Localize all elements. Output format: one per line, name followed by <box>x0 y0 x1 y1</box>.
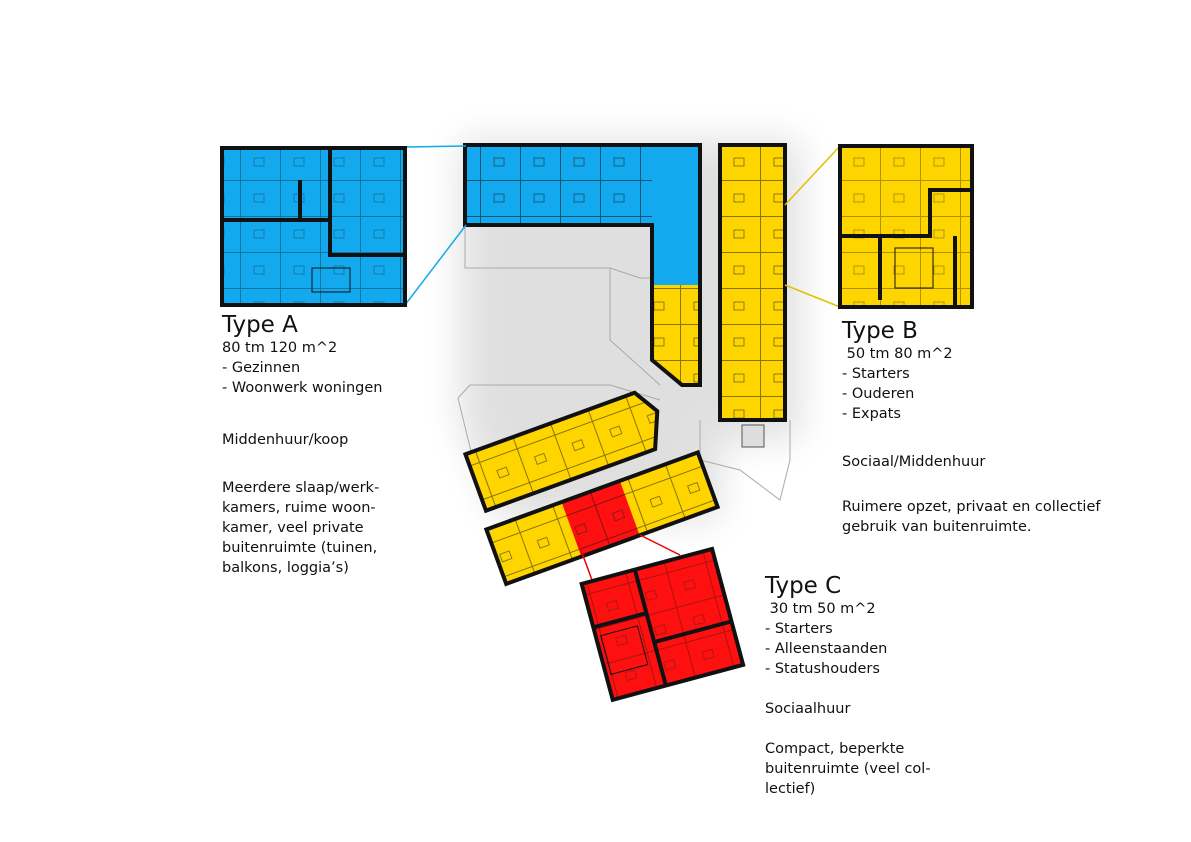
type-a-desc-line: buitenruimte (tuinen, <box>222 540 378 556</box>
type-c-group: - Alleenstaanden <box>765 641 888 657</box>
type-a-size: 80 tm 120 m^2 <box>222 340 338 356</box>
building-north-type-a <box>463 143 702 387</box>
type-c-desc-line: buitenruimte (veel col- <box>765 761 931 777</box>
type-b-desc-line: Ruimere opzet, privaat en collectief <box>842 499 1101 515</box>
type-a-desc-line: kamer, veel private <box>222 520 364 536</box>
type-a-group: - Gezinnen <box>222 360 301 376</box>
building-east-type-b <box>718 143 787 448</box>
type-b-group: - Expats <box>842 406 901 422</box>
type-b-floorplan <box>838 144 974 309</box>
type-a-desc-line: balkons, loggia’s) <box>222 560 349 576</box>
type-c-size: 30 tm 50 m^2 <box>765 601 876 617</box>
type-c-desc-line: lectief) <box>765 781 816 797</box>
type-a-floorplan <box>220 146 407 307</box>
type-b-desc-line: gebruik van buitenruimte. <box>842 519 1032 535</box>
type-a-desc-line: kamers, ruime woon- <box>222 500 376 516</box>
type-b-group: - Ouderen <box>842 386 915 402</box>
type-a-title: Type A <box>222 312 298 338</box>
type-c-group: - Starters <box>765 621 833 637</box>
type-a-tenure: Middenhuur/koop <box>222 432 349 448</box>
type-b-group: - Starters <box>842 366 910 382</box>
type-a-description: Type A 80 tm 120 m^2 - Gezinnen - Woonwe… <box>222 312 382 578</box>
type-c-description: Type C 30 tm 50 m^2 - Starters - Alleens… <box>765 573 931 799</box>
type-b-title: Type B <box>842 318 918 344</box>
type-a-group: - Woonwerk woningen <box>222 380 383 396</box>
connector-lines <box>404 145 841 581</box>
type-c-floorplan <box>579 546 746 703</box>
building-south-lower <box>483 449 721 587</box>
type-b-size: 50 tm 80 m^2 <box>842 346 953 362</box>
type-c-tenure: Sociaalhuur <box>765 701 851 717</box>
type-c-desc-line: Compact, beperkte <box>765 741 905 757</box>
type-c-title: Type C <box>765 573 842 599</box>
building-south-upper <box>462 390 660 514</box>
type-c-group: - Statushouders <box>765 661 880 677</box>
type-b-tenure: Sociaal/Middenhuur <box>842 454 986 470</box>
type-b-description: Type B 50 tm 80 m^2 - Starters - Ouderen… <box>842 318 1100 537</box>
type-a-desc-line: Meerdere slaap/werk- <box>222 480 380 496</box>
